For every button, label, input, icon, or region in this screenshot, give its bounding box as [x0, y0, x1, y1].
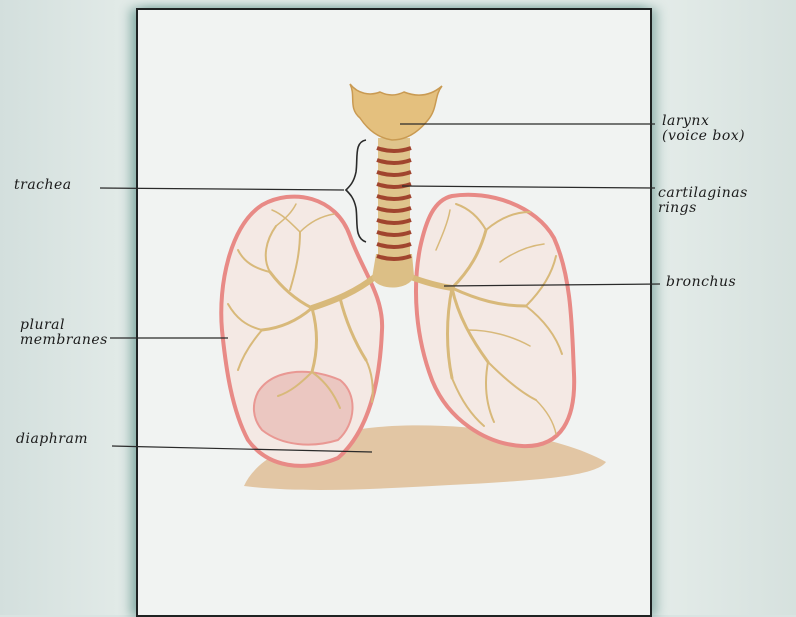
rings-leader: [402, 186, 655, 188]
larynx-label: larynx (voice box): [662, 114, 745, 144]
diaphragm-label: diaphram: [16, 432, 88, 447]
cartilaginous-rings-label: cartilaginas rings: [658, 186, 748, 216]
trachea-label: trachea: [14, 178, 72, 193]
left-pleural-membrane: [254, 372, 353, 445]
pleural-membranes-label: plural membranes: [20, 318, 108, 348]
right-lung: [416, 195, 574, 446]
larynx-shape: [350, 84, 442, 140]
bronchus-label: bronchus: [666, 275, 736, 290]
trachea-brace: [346, 140, 366, 242]
trachea-leader: [100, 188, 344, 190]
